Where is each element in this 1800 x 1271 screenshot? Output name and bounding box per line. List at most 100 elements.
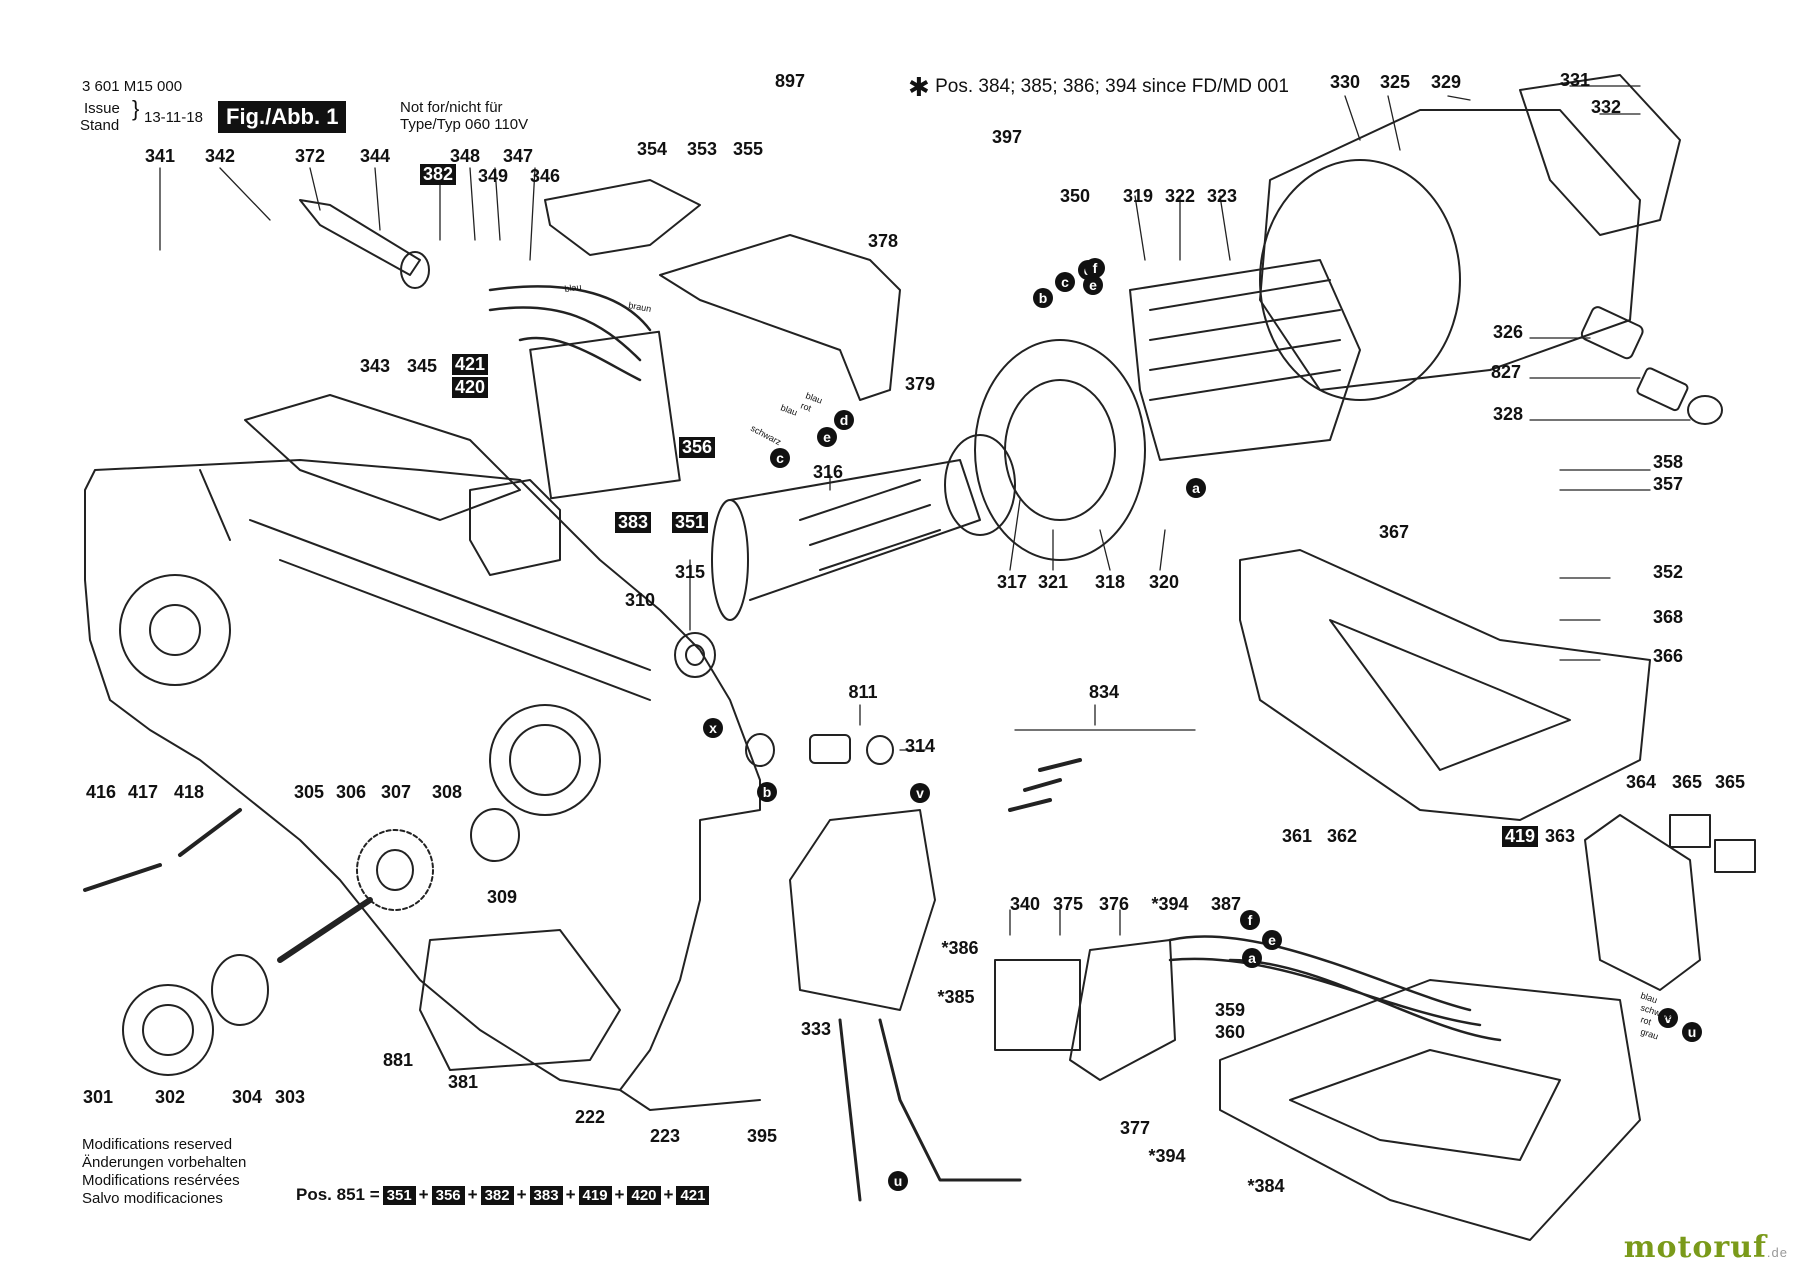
- connector-tag-v-icon: [910, 783, 930, 803]
- part-label: 354: [637, 139, 667, 159]
- part-label: *394: [1151, 894, 1188, 914]
- part-label: *386: [941, 938, 978, 958]
- part-label: 317: [997, 572, 1027, 592]
- part-label: 361: [1282, 826, 1312, 846]
- part-label: 343: [360, 356, 390, 376]
- pos851-part: 351: [382, 1185, 416, 1205]
- part-label: 834: [1089, 682, 1119, 702]
- end-shield-318: [974, 339, 1146, 561]
- housing-port-left: [119, 574, 231, 686]
- part-label: 323: [1207, 186, 1237, 206]
- connector-tag-label: a: [1248, 950, 1256, 966]
- leader-lines: [159, 85, 1691, 936]
- part-label: 342: [205, 146, 235, 166]
- part-label: 326: [1493, 322, 1523, 342]
- brand-name: motoruf: [1623, 1230, 1767, 1265]
- connector-tag-label: x: [709, 720, 717, 736]
- spring-418: [178, 808, 242, 857]
- spindle-305: [277, 897, 373, 963]
- part-label: 355: [733, 139, 763, 159]
- part-label: 353: [687, 139, 717, 159]
- part-label: 223: [650, 1126, 680, 1146]
- part-label-box: [452, 377, 488, 398]
- modifications-de: Änderungen vorbehalten: [82, 1154, 247, 1171]
- connector-tag-label: v: [916, 785, 924, 801]
- handle-rod: [299, 199, 421, 276]
- part-label: 376: [1099, 894, 1129, 914]
- field-coil: [1129, 259, 1361, 461]
- part-label: 827: [1491, 362, 1521, 382]
- part-label: 811: [848, 682, 877, 702]
- connector-tag-a-icon: [1242, 948, 1262, 968]
- part-label: 379: [905, 374, 935, 394]
- part-label: 881: [383, 1050, 413, 1070]
- part-label: 318: [1095, 572, 1125, 592]
- connector-tags: aabbccddeeeffuuvvxblaubraunschwarzblauro…: [564, 258, 1702, 1191]
- connector-tag-v-icon: [1658, 1008, 1678, 1028]
- part-label: 315: [675, 562, 705, 582]
- part-label-box: [672, 512, 708, 533]
- part-label: 320: [1149, 572, 1179, 592]
- issue-date: 13-11-18: [144, 109, 203, 126]
- part-label: 897: [775, 71, 805, 91]
- connector-tag-label: e: [823, 429, 831, 445]
- gear-307: [356, 829, 434, 911]
- part-label: 319: [1123, 186, 1153, 206]
- connector-tag-label: b: [763, 784, 772, 800]
- part-label: 333: [801, 1019, 831, 1039]
- pos851-formula: Pos. 851 = 351+ 356+ 382+ 383+ 419+ 420+…: [296, 1185, 710, 1205]
- part-label: 301: [83, 1087, 113, 1107]
- connector-tag-label: u: [894, 1173, 903, 1189]
- issue-brace: }: [132, 96, 140, 121]
- connector-tag-b-icon: [1033, 288, 1053, 308]
- connector-tag-u-icon: [888, 1171, 908, 1191]
- connector-tag-label: a: [1192, 480, 1200, 496]
- figure-label: Fig./Abb. 1: [218, 101, 347, 133]
- bracket-355: [659, 234, 901, 401]
- part-label: 352: [1653, 562, 1683, 582]
- switch-375: [994, 959, 1081, 1051]
- foot-381: [419, 929, 621, 1071]
- issue-label: Issue: [84, 100, 120, 117]
- pos851-part: 383: [529, 1185, 563, 1205]
- part-label: 364: [1626, 772, 1656, 792]
- part-label: *385: [937, 987, 974, 1007]
- part-label: 328: [1493, 404, 1523, 424]
- part-label: 417: [128, 782, 158, 802]
- since-note: ✱ Pos. 384; 385; 386; 394 since FD/MD 00…: [908, 72, 1289, 103]
- switch-376: [1069, 939, 1176, 1081]
- pin-416: [83, 863, 162, 892]
- part-label: 378: [868, 231, 898, 251]
- connector-tag-c-icon: [770, 448, 790, 468]
- bottom-cover: [1219, 979, 1641, 1241]
- part-label-box: [679, 437, 715, 458]
- part-label: 316: [813, 462, 843, 482]
- part-label: 330: [1330, 72, 1360, 92]
- brush-cap: [1687, 395, 1723, 425]
- part-label: 382: [423, 164, 453, 184]
- part-label: 325: [1380, 72, 1410, 92]
- pin-811: [809, 734, 851, 764]
- part-label: 358: [1653, 452, 1683, 472]
- part-label: 310: [625, 590, 655, 610]
- part-label: 314: [905, 736, 935, 756]
- pos851-label: Pos. 851 =: [296, 1185, 380, 1204]
- part-label: 308: [432, 782, 462, 802]
- part-label: 363: [1545, 826, 1575, 846]
- connector-tag-label: v: [1664, 1010, 1672, 1026]
- part-label: 344: [360, 146, 390, 166]
- brand-logo: motoruf.de: [1624, 1230, 1788, 1265]
- wiring-harness-right: [1168, 935, 1502, 1042]
- wire-color-label: braun: [628, 300, 652, 314]
- wire-color-label: schwarz: [749, 423, 783, 448]
- connector-tag-a-icon: [1186, 478, 1206, 498]
- part-label: 357: [1653, 474, 1683, 494]
- connector-tag-label: c: [1061, 274, 1069, 290]
- not-for-line2: Type/Typ 060 110V: [400, 116, 529, 133]
- part-label: 360: [1215, 1022, 1245, 1042]
- spring-811: [745, 733, 775, 767]
- part-label: 306: [336, 782, 366, 802]
- pos851-part: 419: [578, 1185, 612, 1205]
- connector-tag-label: b: [1039, 290, 1048, 306]
- part-label: 359: [1215, 1000, 1245, 1020]
